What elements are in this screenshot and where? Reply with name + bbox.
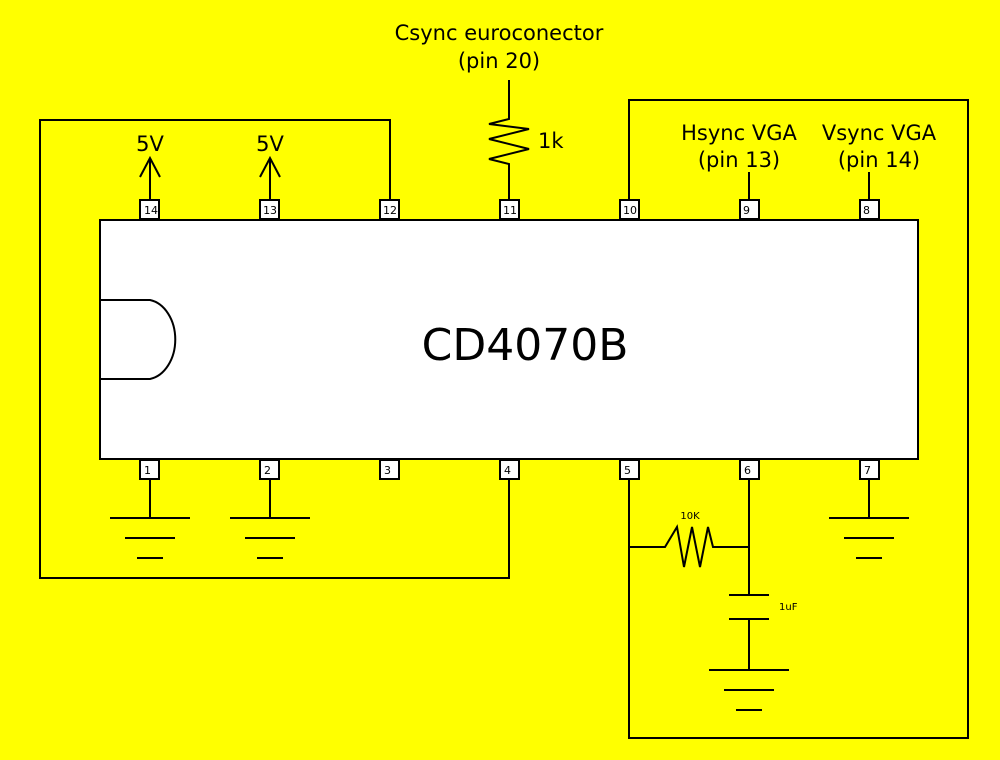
pin-label: 4	[504, 464, 511, 477]
supply-label-pin14: 5V	[136, 132, 164, 156]
vsync-pin-label: (pin 14)	[838, 148, 920, 172]
pin-label: 2	[264, 464, 271, 477]
chip-notch	[100, 299, 177, 380]
resistor-10k-label: 10K	[680, 511, 700, 522]
pin-label: 11	[503, 204, 517, 217]
capacitor-icon	[729, 594, 769, 670]
pin-label: 3	[384, 464, 391, 477]
pin-label: 12	[383, 204, 397, 217]
csync-pin-label: (pin 20)	[458, 49, 540, 73]
chip-name: CD4070B	[422, 320, 629, 371]
pin-label: 8	[863, 204, 870, 217]
supply-arrow-icon	[139, 155, 161, 200]
vsync-label: Vsync VGA	[822, 121, 937, 145]
pin-label: 6	[744, 464, 751, 477]
pin-9: 9	[739, 199, 760, 220]
pin-8: 8	[859, 199, 880, 220]
pin-label: 9	[743, 204, 750, 217]
pin-6: 6	[739, 459, 760, 480]
hsync-label: Hsync VGA	[681, 121, 797, 145]
pin-label: 14	[144, 204, 158, 217]
pin-13: 13	[259, 199, 280, 220]
supply-label-pin13: 5V	[256, 132, 284, 156]
supply-arrow-icon	[259, 155, 281, 200]
pin-12: 12	[379, 199, 400, 220]
pin-label: 13	[263, 204, 277, 217]
csync-label: Csync euroconector	[395, 21, 604, 45]
capacitor-label: 1uF	[779, 602, 798, 613]
ground-icon	[230, 479, 310, 559]
pin-7: 7	[859, 459, 880, 480]
bottom-pins: 1 2 3 4 5 6 7	[139, 459, 880, 480]
wire-pin10-pin5	[628, 99, 969, 739]
pin-label: 7	[864, 464, 871, 477]
resistor-1k-label: 1k	[538, 129, 564, 153]
resistor-1k-icon	[488, 80, 530, 200]
pin-10: 10	[619, 199, 640, 220]
pin-label: 1	[144, 464, 151, 477]
pin-11: 11	[499, 199, 520, 220]
pin-2: 2	[259, 459, 280, 480]
pin-3: 3	[379, 459, 400, 480]
ground-icon	[110, 479, 190, 559]
resistor-10k-icon	[629, 524, 749, 568]
wire-pin12-pin4	[39, 119, 510, 579]
chip-body	[99, 219, 919, 460]
ground-icon	[709, 669, 789, 711]
pin-label: 10	[623, 204, 637, 217]
hsync-pin-label: (pin 13)	[698, 148, 780, 172]
top-pins: 14 13 12 11 10 9 8	[139, 199, 880, 220]
pin-label: 5	[624, 464, 631, 477]
pin-14: 14	[139, 199, 160, 220]
ground-icon	[829, 479, 909, 559]
pin-4: 4	[499, 459, 520, 480]
pin-5: 5	[619, 459, 640, 480]
pin-1: 1	[139, 459, 160, 480]
